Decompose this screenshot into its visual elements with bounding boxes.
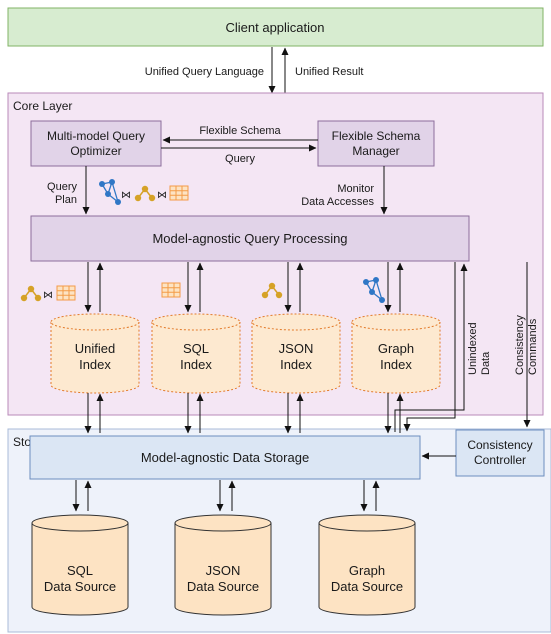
storage-source-arrows	[72, 480, 380, 512]
consistency-controller-label-line1: Consistency	[467, 438, 532, 452]
query-plan-label-line2: Plan	[55, 194, 77, 206]
json-data-source-label-line2: Data Source	[187, 579, 259, 594]
unindexed-data-label-line2: Data	[480, 351, 492, 375]
json-data-source-cylinder	[174, 514, 272, 616]
graph-index-cylinder	[351, 313, 441, 394]
graph-network-icon	[363, 277, 385, 303]
unified-index-label-line1: Unified	[75, 341, 115, 356]
unified-query-language-label: Unified Query Language	[145, 66, 264, 78]
join-symbol: ⋈	[121, 190, 131, 201]
join-symbol: ⋈	[43, 290, 53, 301]
schema-manager-box	[317, 120, 435, 167]
consistency-commands-label-line1: Consistency	[514, 315, 526, 375]
json-index-label-line2: Index	[280, 357, 312, 372]
query-processing-label: Model-agnostic Query Processing	[152, 231, 347, 246]
tree-structure-icon	[20, 285, 42, 302]
sql-data-source-label-line1: SQL	[67, 563, 93, 578]
json-index-cylinder	[251, 313, 341, 394]
query-optimizer-label-line1: Multi-model Query	[47, 129, 145, 143]
query-optimizer-box	[30, 120, 162, 167]
schema-manager-label-line1: Flexible Schema	[332, 129, 421, 143]
graph-network-icon	[99, 179, 121, 205]
query-processing-box	[30, 215, 470, 262]
processing-index-arrows	[84, 262, 404, 313]
monitor-label-line1: Monitor	[337, 183, 374, 195]
schema-manager-label-line2: Manager	[352, 144, 399, 158]
data-storage-box	[29, 435, 421, 480]
json-data-source-label-line1: JSON	[206, 563, 241, 578]
graph-index-label-line1: Graph	[378, 341, 414, 356]
query-arrow-label: Query	[225, 153, 255, 165]
graph-data-source-cylinder	[318, 514, 416, 616]
sql-index-label-line1: SQL	[183, 341, 209, 356]
graph-data-source-label-line2: Data Source	[331, 579, 403, 594]
flexible-schema-arrow-label: Flexible Schema	[199, 125, 281, 137]
sql-index-cylinder	[151, 313, 241, 394]
client-application-box	[7, 7, 544, 47]
consistency-controller-label-line2: Controller	[474, 453, 526, 467]
data-storage-label: Model-agnostic Data Storage	[141, 450, 309, 465]
table-grid-icon	[161, 282, 181, 298]
query-plan-label-line1: Query	[47, 181, 77, 193]
core-layer-title: Core Layer	[13, 99, 72, 113]
consistency-controller-box	[455, 429, 545, 477]
graph-index-label-line2: Index	[380, 357, 412, 372]
monitor-label-line2: Data Accesses	[301, 196, 374, 208]
sql-data-source-label-line2: Data Source	[44, 579, 116, 594]
tree-structure-icon	[134, 185, 156, 202]
unindexed-data-arrows	[394, 262, 468, 432]
unified-index-label-line2: Index	[79, 357, 111, 372]
unindexed-data-label-line1: Unindexed	[467, 322, 479, 375]
unified-index-cylinder	[50, 313, 140, 394]
sql-index-label-line2: Index	[180, 357, 212, 372]
client-application-label: Client application	[225, 20, 324, 35]
query-optimizer-label-line2: Optimizer	[70, 144, 121, 158]
graph-data-source-label-line1: Graph	[349, 563, 385, 578]
index-storage-arrows	[84, 393, 404, 434]
tree-structure-icon	[261, 282, 283, 299]
sql-data-source-cylinder	[31, 514, 129, 616]
unified-result-label: Unified Result	[295, 66, 363, 78]
table-grid-icon	[56, 285, 76, 301]
consistency-commands-label-line2: Commands	[527, 318, 539, 375]
join-symbol: ⋈	[157, 190, 167, 201]
json-index-label-line1: JSON	[279, 341, 314, 356]
table-grid-icon	[169, 185, 189, 201]
